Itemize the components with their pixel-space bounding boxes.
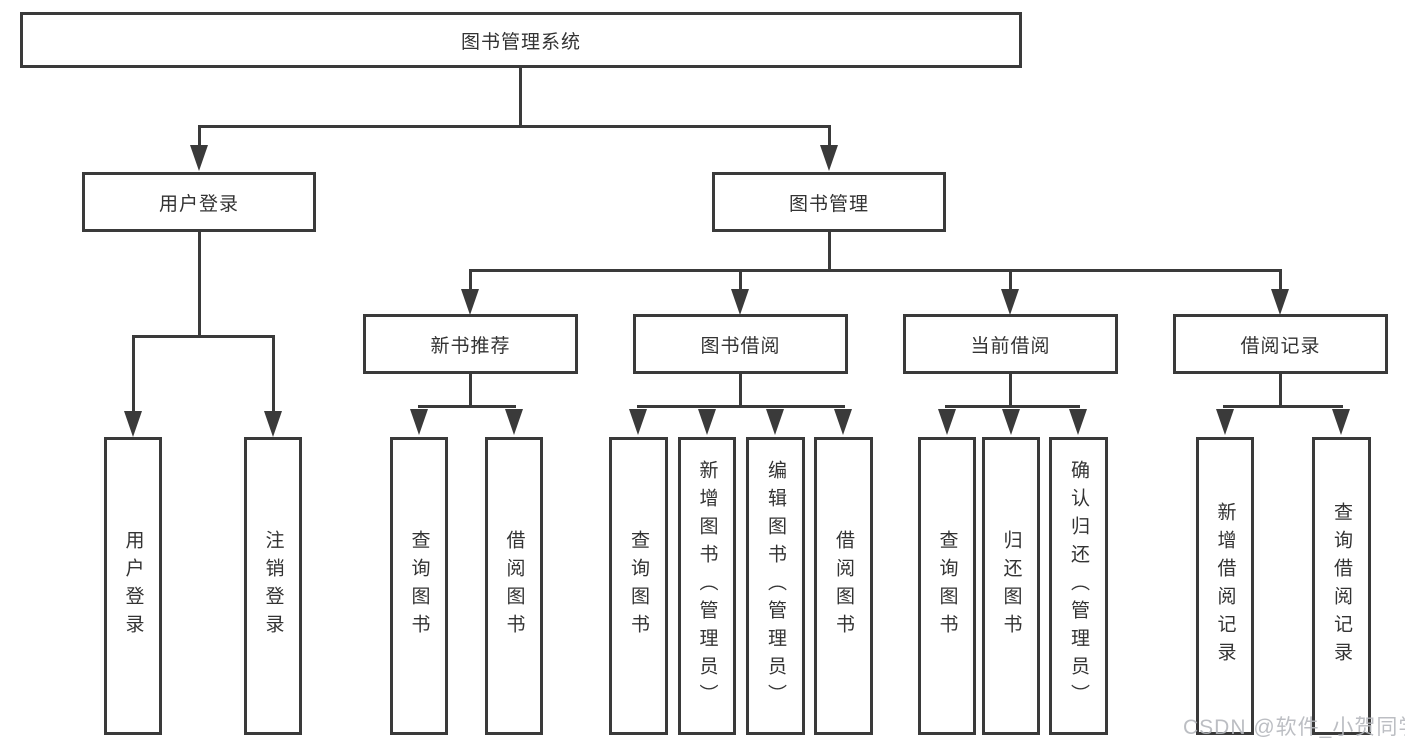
arrowhead-confirm-return-admin — [1069, 409, 1087, 435]
connector-mgmt-vline — [828, 232, 831, 272]
arrowhead-new-book-recommend — [461, 289, 479, 315]
arrowhead-leaf-logout — [264, 411, 282, 437]
connector-records-vline — [1279, 374, 1282, 408]
connector-root-stub-right — [828, 125, 831, 147]
csdn-watermark: CSDN @软件_小贺同学 — [1183, 716, 1405, 739]
connector-login-stub-left — [132, 335, 135, 413]
node-leaf-add-book-admin: 新增图书（管理员） — [678, 437, 736, 735]
node-book-management: 图书管理 — [712, 172, 946, 232]
node-leaf-confirm-return-admin-label: 确认归还（管理员） — [1068, 460, 1089, 712]
arrowhead-current-borrow — [1001, 289, 1019, 315]
connector-mgmt-hline — [469, 269, 1282, 272]
arrowhead-query-book-2 — [629, 409, 647, 435]
node-leaf-logout: 注销登录 — [244, 437, 302, 735]
node-leaf-edit-book-admin: 编辑图书（管理员） — [746, 437, 805, 735]
node-book-borrow: 图书借阅 — [633, 314, 848, 374]
connector-mgmt-stub-1 — [469, 269, 472, 291]
node-new-book-recommend-label: 新书推荐 — [430, 335, 511, 357]
connector-root-stub-left — [198, 125, 201, 147]
connector-root-vline — [519, 68, 522, 128]
arrowhead-add-borrow-record — [1216, 409, 1234, 435]
connector-records-hline — [1223, 405, 1343, 408]
connector-login-stub-right — [272, 335, 275, 413]
arrowhead-user-login — [190, 145, 208, 171]
arrowhead-query-borrow-record — [1332, 409, 1350, 435]
arrowhead-return-book — [1002, 409, 1020, 435]
node-leaf-borrow-book-2: 借阅图书 — [814, 437, 873, 735]
node-leaf-user-login-label: 用户登录 — [122, 530, 144, 642]
connector-login-vline — [198, 232, 201, 338]
node-leaf-query-book-3: 查询图书 — [918, 437, 976, 735]
node-leaf-add-borrow-record-label: 新增借阅记录 — [1214, 502, 1236, 670]
node-leaf-borrow-book-1: 借阅图书 — [485, 437, 543, 735]
connector-rec-vline — [469, 374, 472, 408]
connector-current-hline — [945, 405, 1080, 408]
node-leaf-add-book-admin-label: 新增图书（管理员） — [696, 460, 718, 712]
node-leaf-query-book-1-label: 查询图书 — [408, 530, 430, 642]
connector-mgmt-stub-4 — [1279, 269, 1282, 291]
arrowhead-leaf-user-login — [124, 411, 142, 437]
node-leaf-edit-book-admin-label: 编辑图书（管理员） — [765, 460, 786, 712]
arrowhead-query-book-3 — [938, 409, 956, 435]
node-user-login: 用户登录 — [82, 172, 316, 232]
node-leaf-return-book: 归还图书 — [982, 437, 1040, 735]
node-leaf-query-book-2-label: 查询图书 — [628, 530, 649, 642]
node-root: 图书管理系统 — [20, 12, 1022, 68]
node-current-borrow-label: 当前借阅 — [970, 335, 1051, 357]
node-leaf-borrow-book-1-label: 借阅图书 — [503, 530, 525, 642]
connector-mgmt-stub-3 — [1009, 269, 1012, 291]
connector-rec-hline — [418, 405, 516, 408]
connector-current-vline — [1009, 374, 1012, 408]
arrowhead-borrow-records — [1271, 289, 1289, 315]
arrowhead-add-book-admin — [698, 409, 716, 435]
node-borrow-records-label: 借阅记录 — [1240, 335, 1321, 357]
node-root-label: 图书管理系统 — [460, 31, 581, 53]
node-leaf-query-borrow-record: 查询借阅记录 — [1312, 437, 1371, 735]
node-leaf-borrow-book-2-label: 借阅图书 — [833, 530, 854, 642]
node-current-borrow: 当前借阅 — [903, 314, 1118, 374]
node-borrow-records: 借阅记录 — [1173, 314, 1388, 374]
node-leaf-add-borrow-record: 新增借阅记录 — [1196, 437, 1254, 735]
node-leaf-confirm-return-admin: 确认归还（管理员） — [1049, 437, 1108, 735]
arrowhead-book-management — [820, 145, 838, 171]
node-leaf-query-book-1: 查询图书 — [390, 437, 448, 735]
node-leaf-query-borrow-record-label: 查询借阅记录 — [1331, 502, 1352, 670]
connector-borrow-vline — [739, 374, 742, 408]
node-leaf-query-book-3-label: 查询图书 — [936, 530, 958, 642]
arrowhead-query-book-1 — [410, 409, 428, 435]
node-new-book-recommend: 新书推荐 — [363, 314, 578, 374]
connector-borrow-hline — [637, 405, 845, 408]
node-leaf-logout-label: 注销登录 — [262, 530, 284, 642]
connector-root-hline — [198, 125, 831, 128]
connector-login-hline — [132, 335, 275, 338]
node-book-borrow-label: 图书借阅 — [700, 335, 781, 357]
arrowhead-borrow-book-2 — [834, 409, 852, 435]
node-user-login-label: 用户登录 — [158, 193, 239, 215]
arrowhead-book-borrow — [731, 289, 749, 315]
node-leaf-return-book-label: 归还图书 — [1000, 530, 1022, 642]
node-book-management-label: 图书管理 — [788, 193, 869, 215]
node-leaf-user-login: 用户登录 — [104, 437, 162, 735]
connector-mgmt-stub-2 — [739, 269, 742, 291]
arrowhead-borrow-book-1 — [505, 409, 523, 435]
arrowhead-edit-book-admin — [766, 409, 784, 435]
node-leaf-query-book-2: 查询图书 — [609, 437, 668, 735]
